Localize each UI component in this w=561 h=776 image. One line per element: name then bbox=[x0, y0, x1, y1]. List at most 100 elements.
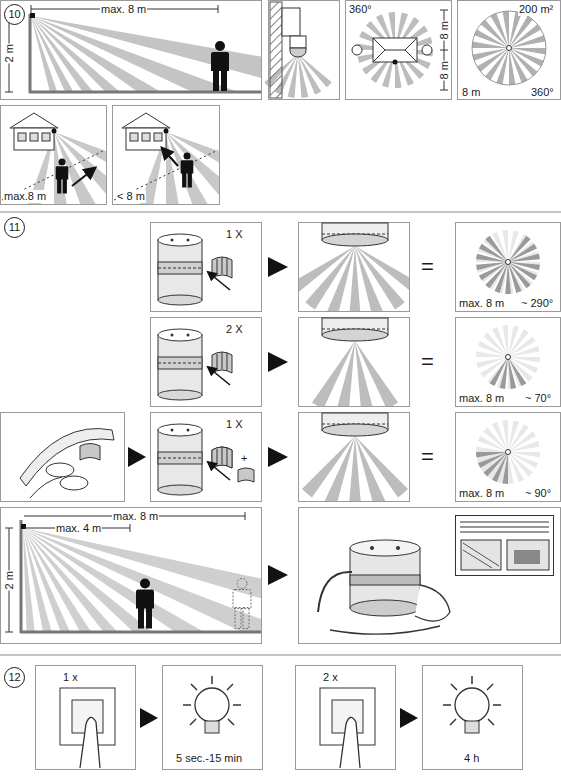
angle-label: ~ 290° bbox=[520, 297, 554, 310]
detection-fan bbox=[23, 528, 261, 632]
fan-ray bbox=[503, 11, 509, 48]
coverage-disc bbox=[476, 230, 540, 294]
fan-ray bbox=[23, 528, 57, 632]
fan-ray bbox=[508, 254, 540, 262]
fan-ray bbox=[508, 346, 540, 357]
fan-ray bbox=[476, 262, 508, 270]
dimension-label: 2 m bbox=[3, 43, 16, 63]
fan-ray bbox=[502, 325, 508, 357]
fan-ray bbox=[355, 436, 408, 497]
fan-ray bbox=[483, 332, 508, 357]
fan-ray bbox=[508, 262, 540, 270]
fan-ray bbox=[490, 357, 508, 386]
dimension-label: max. 8 m bbox=[458, 297, 505, 310]
count-label: 1 X bbox=[225, 418, 244, 431]
panel-frames bbox=[1, 223, 561, 644]
section-rule bbox=[0, 655, 561, 656]
dimension-label: max.8 m bbox=[3, 190, 47, 203]
fan-ray bbox=[349, 246, 361, 311]
walk-by-scenes bbox=[2, 113, 218, 200]
detection-fan bbox=[299, 246, 409, 311]
callout-number: 12 bbox=[4, 667, 25, 688]
fan-ray bbox=[508, 357, 516, 389]
fan-ray bbox=[508, 441, 540, 452]
sensor-lens-insert bbox=[158, 234, 254, 495]
detection-fan bbox=[302, 436, 408, 501]
count-label: 1 X bbox=[225, 228, 244, 241]
count-label: 2 X bbox=[225, 323, 244, 336]
dimension-label: max. 8 m bbox=[112, 510, 159, 523]
angle-label: ~ 90° bbox=[524, 487, 552, 500]
panel-frames bbox=[1, 1, 561, 205]
hand-removing-cover bbox=[20, 429, 114, 498]
dimension-label: max. 8 m bbox=[100, 3, 147, 16]
fan-ray bbox=[508, 452, 533, 477]
range-side-view bbox=[5, 512, 261, 633]
fan-ray bbox=[348, 436, 361, 501]
hand-adjusting-sensor bbox=[318, 516, 554, 635]
fan-ray bbox=[509, 35, 545, 48]
callout-number: 10 bbox=[4, 4, 25, 25]
fan-ray bbox=[355, 246, 405, 309]
fan-ray bbox=[476, 254, 508, 262]
fan-ray bbox=[500, 357, 508, 389]
fan-ray bbox=[31, 16, 196, 92]
detection-fan bbox=[31, 16, 261, 92]
equals-sign: = bbox=[420, 256, 435, 278]
fan-ray bbox=[483, 452, 508, 477]
angle-label: 360° bbox=[530, 86, 555, 99]
detection-fan bbox=[312, 341, 398, 406]
light-bulb bbox=[183, 676, 501, 733]
fan-ray bbox=[476, 452, 508, 458]
dimension-label: 8 m bbox=[461, 86, 481, 99]
area-label: 200 m² bbox=[518, 3, 554, 16]
dimension-label: max. 8 m bbox=[458, 392, 505, 405]
equals-sign: = bbox=[420, 351, 435, 373]
house-top-view bbox=[352, 10, 448, 90]
disc-centres bbox=[506, 260, 511, 455]
dimension-label: 2 m bbox=[3, 570, 16, 590]
section-rule bbox=[0, 212, 561, 213]
fan-ray bbox=[481, 20, 509, 48]
coverage-disc bbox=[476, 420, 540, 484]
dimension-label: max. 4 m bbox=[55, 522, 102, 535]
angle-label: 360° bbox=[348, 3, 373, 16]
dimension-label: 8 m bbox=[438, 20, 451, 40]
fan-ray bbox=[485, 236, 508, 262]
dimension-label: < 8 m bbox=[116, 190, 146, 203]
time-label: 4 h bbox=[463, 752, 480, 765]
fan-ray bbox=[23, 528, 188, 632]
fan-ray bbox=[508, 262, 531, 288]
equals-sign: = bbox=[420, 446, 435, 468]
count-label: 1 x bbox=[62, 671, 79, 684]
plus-sign: + bbox=[240, 452, 248, 465]
fan-ray bbox=[508, 452, 514, 484]
wall-mount-sensor bbox=[270, 2, 306, 98]
coverage-circle bbox=[472, 11, 546, 85]
sensor-underside bbox=[322, 223, 388, 436]
detection-fan bbox=[357, 12, 433, 88]
fan-ray bbox=[509, 48, 537, 76]
count-label: 2 x bbox=[322, 671, 339, 684]
fan-ray bbox=[54, 132, 71, 204]
fan-ray bbox=[473, 48, 509, 61]
fan-ray bbox=[299, 246, 355, 293]
dimension-label: max. 8 m bbox=[458, 487, 505, 500]
fan-ray bbox=[298, 54, 308, 98]
fan-ray bbox=[23, 528, 103, 632]
panel-frames bbox=[36, 666, 523, 770]
fan-ray bbox=[509, 48, 515, 85]
fan-ray bbox=[31, 16, 116, 92]
step-arrows bbox=[128, 257, 418, 728]
fan-ray bbox=[502, 420, 508, 452]
room-side-view bbox=[5, 5, 261, 93]
time-label: 5 sec.-15 min bbox=[175, 752, 243, 765]
angle-label: ~ 70° bbox=[524, 392, 552, 405]
fan-ray bbox=[483, 427, 508, 452]
callout-number: 11 bbox=[4, 217, 25, 238]
detection-fan bbox=[472, 11, 546, 85]
dimension-label: 8 m bbox=[438, 60, 451, 80]
fan-ray bbox=[302, 436, 355, 497]
